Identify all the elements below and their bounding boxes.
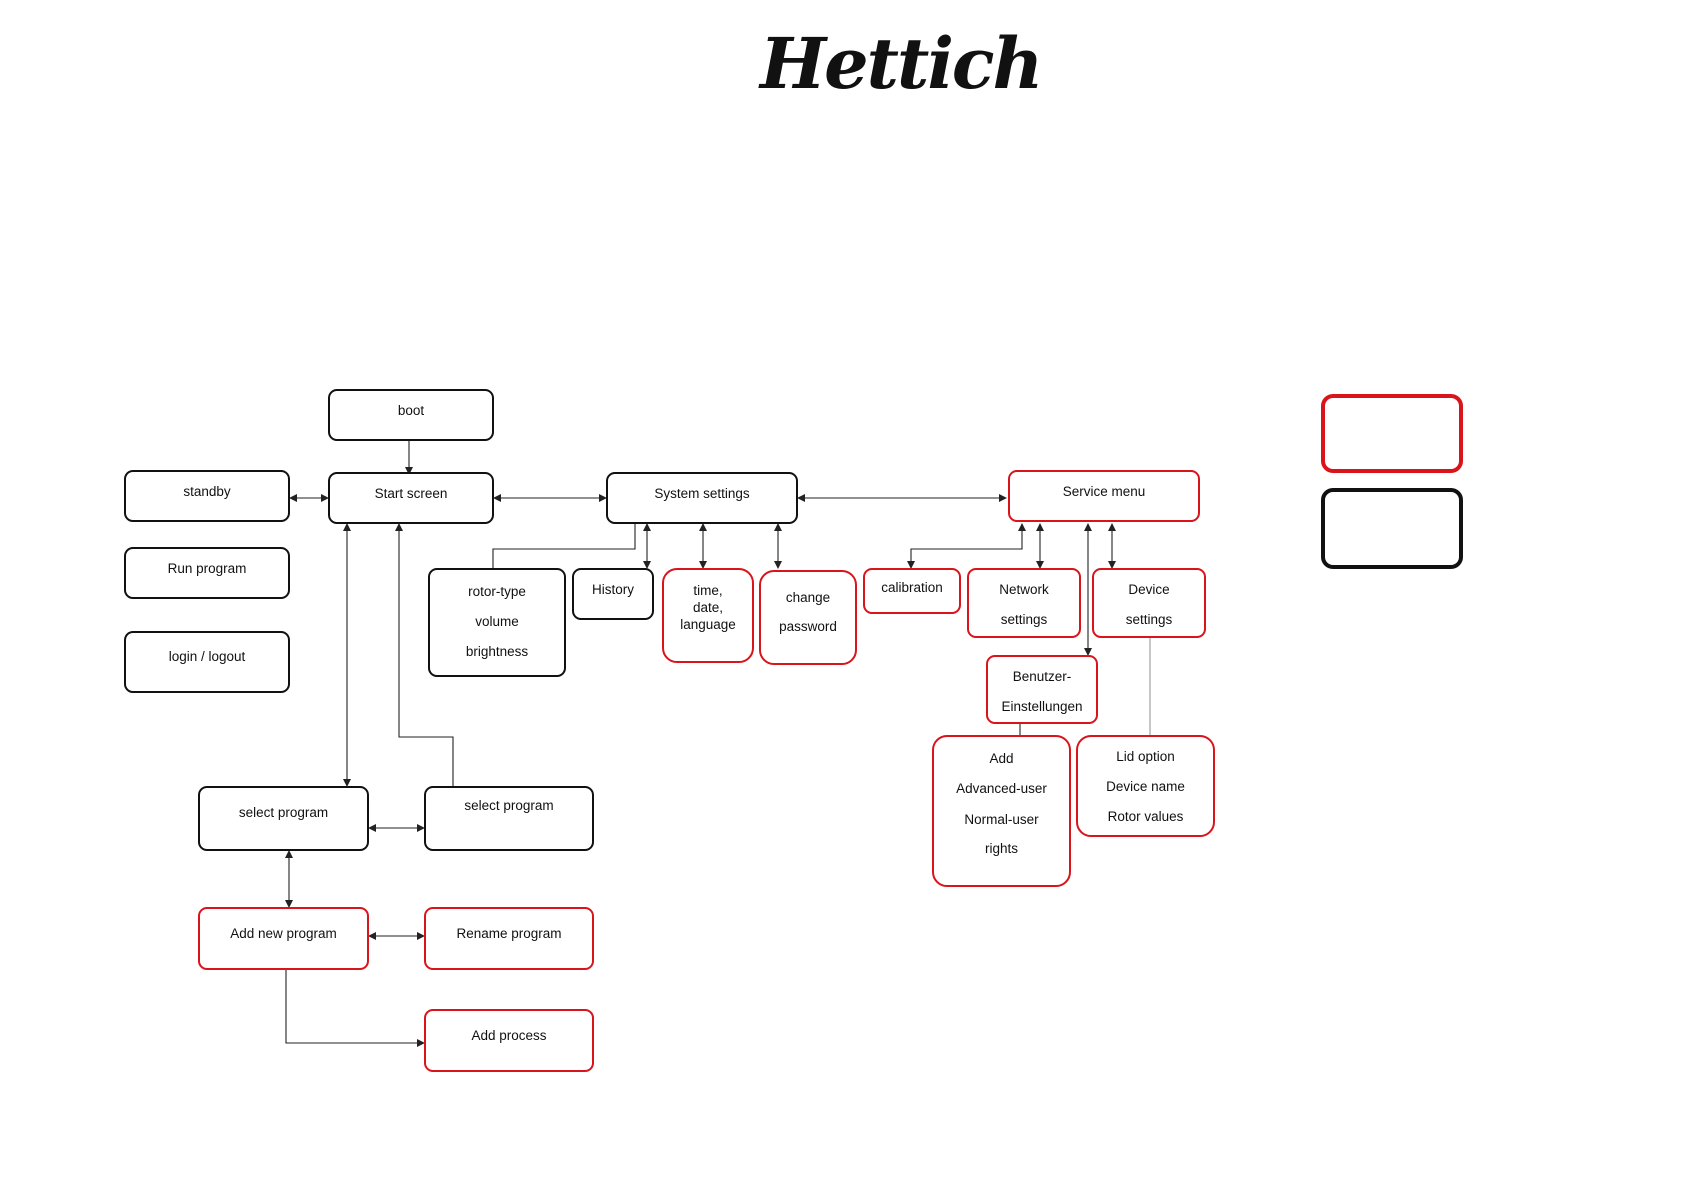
node-box [967, 568, 1081, 638]
node-service-menu: Service menu [1008, 470, 1200, 522]
node-box [572, 568, 654, 620]
node-label: Run program [168, 561, 247, 576]
node-box [1076, 735, 1215, 837]
node-box [328, 472, 494, 524]
node-label: Network [999, 582, 1049, 597]
node-select-program-1: select program [198, 786, 369, 851]
node-label: standby [183, 484, 231, 499]
node-label: Normal-user [964, 812, 1039, 827]
node-label: Add process [471, 1028, 546, 1043]
logo-text: Hettich [760, 22, 1043, 105]
node-label: Lid option [1116, 749, 1175, 764]
node-label: boot [398, 403, 425, 418]
node-rotor-type: rotor-type volume brightness [428, 568, 566, 677]
node-label: Service menu [1063, 484, 1146, 499]
node-login-logout: login / logout [124, 631, 290, 693]
hettich-logo: Hettich [760, 22, 1043, 105]
node-label: time, [693, 583, 722, 598]
node-label: System settings [654, 486, 750, 501]
node-label: calibration [881, 580, 943, 595]
node-network-settings: Network settings [967, 568, 1081, 638]
node-system-settings: System settings [606, 472, 798, 524]
node-label: Device name [1106, 779, 1185, 794]
node-box [198, 786, 369, 851]
node-label: date, [693, 600, 723, 615]
node-label: Einstellungen [1001, 699, 1082, 714]
node-add-process: Add process [424, 1009, 594, 1072]
node-change-password: change password [759, 570, 857, 665]
node-start-screen: Start screen [328, 472, 494, 524]
node-device-settings: Device settings [1092, 568, 1206, 638]
node-label: Add new program [230, 926, 337, 941]
node-label: Advanced-user [956, 781, 1047, 796]
node-box [606, 472, 798, 524]
legend-black-box [1321, 488, 1463, 569]
node-history: History [572, 568, 654, 620]
node-box [662, 568, 754, 663]
node-label: Benutzer- [1013, 669, 1072, 684]
node-calibration: calibration [863, 568, 961, 614]
node-boot: boot [328, 389, 494, 441]
connectors [285, 440, 1151, 1047]
node-label: settings [1126, 612, 1173, 627]
node-box [198, 907, 369, 970]
node-label: brightness [466, 644, 529, 659]
node-box [932, 735, 1071, 887]
node-box [424, 786, 594, 851]
node-box [124, 470, 290, 522]
node-label: Start screen [375, 486, 448, 501]
node-label: Device [1128, 582, 1169, 597]
node-label: Add [989, 751, 1013, 766]
node-benutzer: Benutzer- Einstellungen [986, 655, 1098, 724]
node-box [328, 389, 494, 441]
node-label: Rename program [456, 926, 561, 941]
node-label: rights [985, 841, 1018, 856]
node-label: History [592, 582, 634, 597]
node-box [424, 1009, 594, 1072]
node-box [1008, 470, 1200, 522]
node-box [863, 568, 961, 614]
node-label: volume [475, 614, 519, 629]
legend-red-box [1321, 394, 1463, 473]
node-rename-program: Rename program [424, 907, 594, 970]
node-label: rotor-type [468, 584, 526, 599]
node-box [986, 655, 1098, 724]
system-rotor-line [492, 524, 636, 568]
node-box [124, 631, 290, 693]
node-label: settings [1001, 612, 1048, 627]
node-standby: standby [124, 470, 290, 522]
node-label: login / logout [169, 649, 246, 664]
node-run-program: Run program [124, 547, 290, 599]
node-box [428, 568, 566, 677]
service-calibration-arrow [907, 523, 1026, 569]
node-label: Rotor values [1108, 809, 1184, 824]
node-label: select program [239, 805, 328, 820]
node-label: password [779, 619, 837, 634]
node-select-program-2: select program [424, 786, 594, 851]
select2-start-line [395, 523, 454, 786]
node-label: select program [464, 798, 553, 813]
node-box [124, 547, 290, 599]
node-label: language [680, 617, 736, 632]
node-time-date: time, date, language [662, 568, 754, 663]
node-box [1092, 568, 1206, 638]
node-box [424, 907, 594, 970]
add-process-arrow [285, 969, 425, 1047]
node-add-new-program: Add new program [198, 907, 369, 970]
node-label: change [786, 590, 830, 605]
node-box [759, 570, 857, 665]
